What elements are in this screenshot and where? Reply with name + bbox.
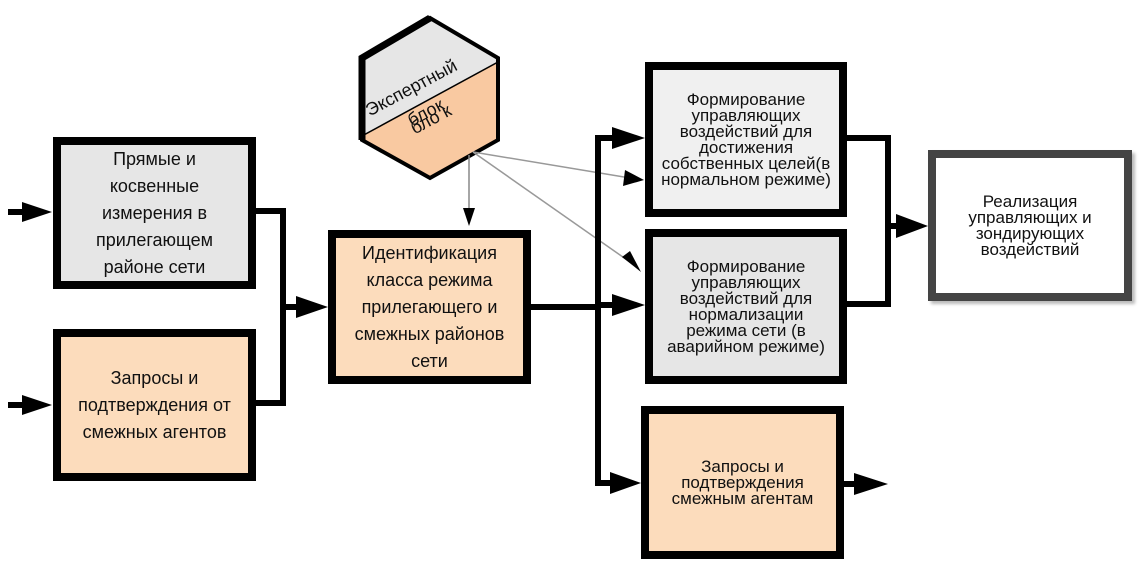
box-requests-to-agents[interactable]: Запросы и подтверждения смежным агентам xyxy=(641,406,844,559)
input-arrow-requests xyxy=(8,395,52,415)
box-form-emergency-label: Формирование управляющих воздействий для… xyxy=(667,256,825,356)
expert-arrow-to-form-emergency xyxy=(472,151,641,272)
box-identify-label: Идентификация класса режима прилегающего… xyxy=(354,242,505,371)
input-arrow-measure xyxy=(8,202,52,222)
expert-block-divider xyxy=(362,61,498,137)
expert-arrow-to-identify xyxy=(463,155,475,226)
box-form-normal-label: Формирование управляющих воздействий для… xyxy=(661,89,831,189)
box-realize-actions[interactable]: Реализация управляющих и зондирующих воз… xyxy=(928,150,1132,301)
box-realize-label: Реализация управляющих и зондирующих воз… xyxy=(968,191,1092,259)
expert-block-top-half xyxy=(362,18,498,136)
expert-arrow-to-form-normal xyxy=(472,151,644,186)
expert-block-thick-edge xyxy=(358,14,432,140)
expert-block-bottom-half xyxy=(362,62,498,178)
expert-block[interactable] xyxy=(358,14,500,181)
box-identify-mode-class[interactable]: Идентификация класса режима прилегающего… xyxy=(328,230,531,384)
box-form-actions-emergency[interactable]: Формирование управляющих воздействий для… xyxy=(645,229,847,384)
box-measure-label: Прямые и косвенные измерения в прилегающ… xyxy=(96,148,213,277)
connector-identify-distribution xyxy=(531,127,645,494)
box-form-actions-normal[interactable]: Формирование управляющих воздействий для… xyxy=(645,62,847,217)
output-arrow-requests xyxy=(844,473,888,495)
connector-form-to-realize xyxy=(847,135,928,307)
box-requests-in-label: Запросы и подтверждения от смежных агент… xyxy=(78,367,231,442)
connector-merge-to-identify xyxy=(256,208,328,406)
box-requests-from-agents[interactable]: Запросы и подтверждения от смежных агент… xyxy=(53,329,256,481)
box-direct-indirect-measurements[interactable]: Прямые и косвенные измерения в прилегающ… xyxy=(53,137,256,289)
box-requests-out-label: Запросы и подтверждения смежным агентам xyxy=(671,456,814,508)
